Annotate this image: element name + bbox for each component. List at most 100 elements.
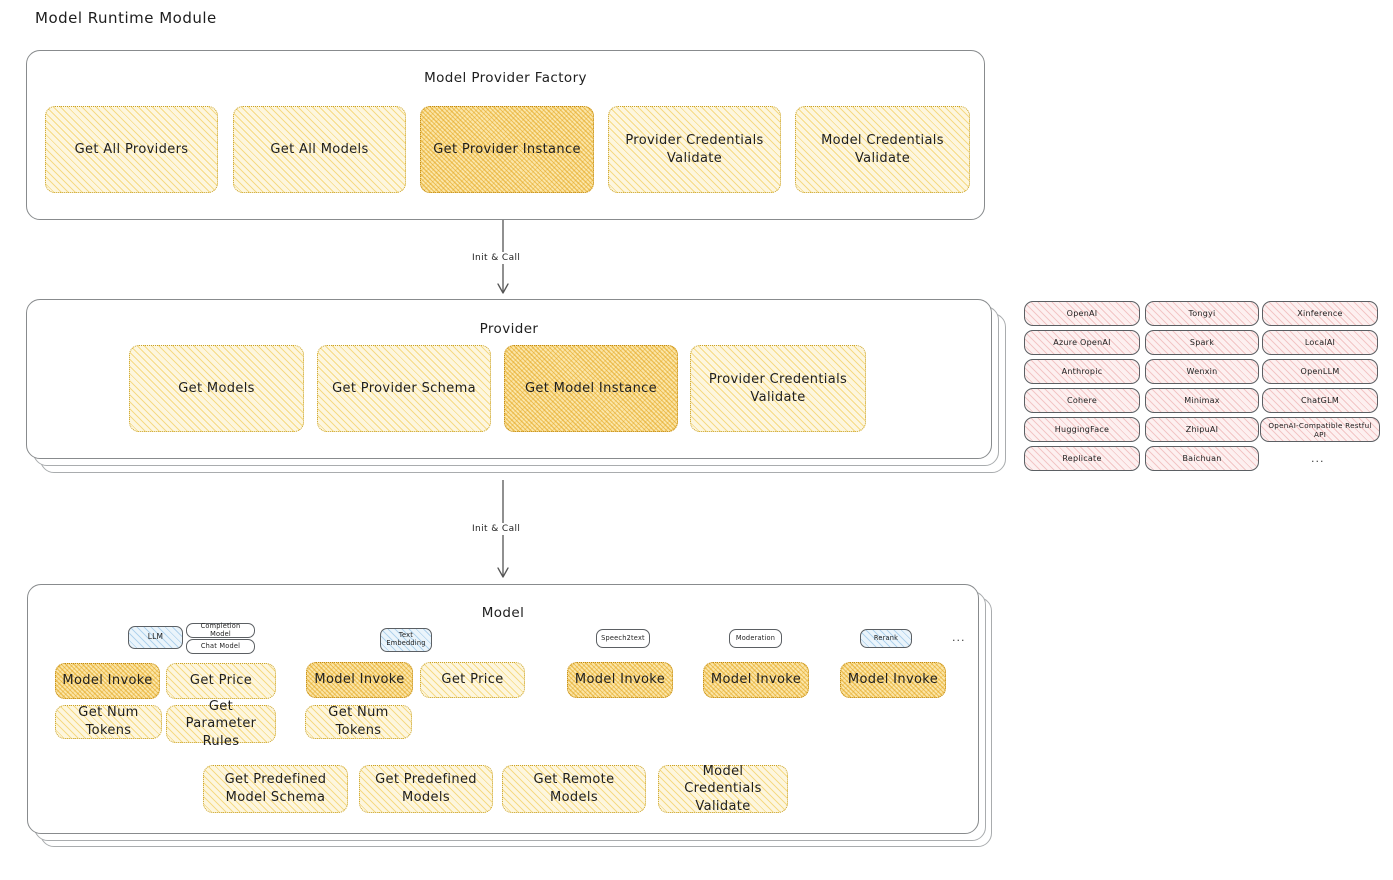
arrow-label-init-call-2: Init & Call xyxy=(469,523,524,535)
provider-chip-openai-compatible-restful-api[interactable]: OpenAI-Compatible Restful API xyxy=(1260,417,1380,442)
llm-node-model-invoke[interactable]: Model Invoke xyxy=(55,663,160,699)
node-label: Get Remote Models xyxy=(533,772,615,805)
chip-label: Cohere xyxy=(1066,396,1097,405)
chip-label: OpenAI xyxy=(1066,309,1098,318)
provider-chip-tongyi[interactable]: Tongyi xyxy=(1145,301,1259,326)
model-type-badge-moderation[interactable]: Moderation xyxy=(729,629,782,648)
provider-chip-openai[interactable]: OpenAI xyxy=(1024,301,1140,326)
chip-label: Tongyi xyxy=(1188,309,1216,318)
speech2text-node-model-invoke[interactable]: Model Invoke xyxy=(567,662,673,698)
chip-label: Minimax xyxy=(1184,396,1220,405)
provider-node-get-provider-schema[interactable]: Get Provider Schema xyxy=(317,345,491,432)
node-label: Get Models xyxy=(178,380,255,396)
badge-label: Text Embedding xyxy=(386,631,426,647)
chip-label: ChatGLM xyxy=(1300,396,1339,405)
model-type-badge-speech2text[interactable]: Speech2text xyxy=(596,629,650,648)
badge-label: Completion Model xyxy=(200,621,241,638)
model-node-get-predefined-models[interactable]: Get Predefined Models xyxy=(359,765,493,813)
node-label: Model Invoke xyxy=(314,672,405,688)
node-label: Get Parameter Rules xyxy=(185,698,257,749)
llm-node-get-parameter-rules[interactable]: Get Parameter Rules xyxy=(166,699,276,749)
node-label: Model Invoke xyxy=(710,672,802,688)
llm-node-get-num-tokens[interactable]: Get Num Tokens xyxy=(55,705,162,739)
node-label: Model Credentials Validate xyxy=(684,763,762,814)
chip-label: Replicate xyxy=(1062,454,1102,463)
badge-label: Rerank xyxy=(873,633,899,642)
chip-label: Wenxin xyxy=(1186,367,1218,376)
provider-chip-replicate[interactable]: Replicate xyxy=(1024,446,1140,471)
provider-list-more: ... xyxy=(1311,452,1325,465)
badge-label: LLM xyxy=(147,632,164,642)
chip-label: Xinference xyxy=(1297,309,1343,318)
model-type-badge-text-embedding[interactable]: Text Embedding xyxy=(380,628,432,652)
page-title: Model Runtime Module xyxy=(35,9,217,27)
provider-chip-huggingface[interactable]: HuggingFace xyxy=(1024,417,1140,442)
model-subbadge-chat-model[interactable]: Chat Model xyxy=(186,639,255,654)
rerank-node-model-invoke[interactable]: Model Invoke xyxy=(840,662,946,698)
text-embedding-node-get-price[interactable]: Get Price xyxy=(420,662,525,698)
arrow-label-init-call-1: Init & Call xyxy=(469,252,524,264)
text-embedding-node-model-invoke[interactable]: Model Invoke xyxy=(306,662,413,698)
node-label: Model Invoke xyxy=(847,672,939,688)
provider-chip-azure-openai[interactable]: Azure OpenAI xyxy=(1024,330,1140,355)
chip-label: OpenLLM xyxy=(1300,367,1340,376)
model-node-model-credentials-validate[interactable]: Model Credentials Validate xyxy=(658,763,788,814)
provider-title: Provider xyxy=(479,321,539,337)
node-label: Provider Credentials Validate xyxy=(708,371,848,405)
model-types-more: ... xyxy=(952,631,966,644)
provider-chip-localai[interactable]: LocalAI xyxy=(1262,330,1378,355)
node-label: Get All Providers xyxy=(74,141,189,157)
node-label: Get Predefined Models xyxy=(375,772,477,805)
factory-node-get-provider-instance[interactable]: Get Provider Instance xyxy=(420,106,594,193)
node-label: Model Invoke xyxy=(62,673,153,689)
factory-node-get-all-providers[interactable]: Get All Providers xyxy=(45,106,218,193)
model-type-badge-rerank[interactable]: Rerank xyxy=(860,629,912,648)
node-label: Get Price xyxy=(189,673,253,689)
text-embedding-node-get-num-tokens[interactable]: Get Num Tokens xyxy=(305,705,412,739)
badge-label: Moderation xyxy=(735,633,776,642)
model-type-badge-llm[interactable]: LLM xyxy=(128,626,183,649)
provider-chip-anthropic[interactable]: Anthropic xyxy=(1024,359,1140,384)
llm-node-get-price[interactable]: Get Price xyxy=(166,663,276,699)
factory-node-model-credentials-validate[interactable]: Model Credentials Validate xyxy=(795,106,970,193)
chip-label: Azure OpenAI xyxy=(1053,338,1111,347)
model-title: Model xyxy=(481,605,525,621)
provider-node-provider-credentials-validate[interactable]: Provider Credentials Validate xyxy=(690,345,866,432)
node-label: Get Predefined Model Schema xyxy=(224,772,327,805)
factory-node-get-all-models[interactable]: Get All Models xyxy=(233,106,406,193)
chip-label: Baichuan xyxy=(1182,454,1222,463)
chip-label: Anthropic xyxy=(1061,367,1103,376)
chip-label: LocalAI xyxy=(1304,338,1336,347)
node-label: Get Num Tokens xyxy=(78,705,139,738)
chip-label: Spark xyxy=(1189,338,1215,347)
node-label: Provider Credentials Validate xyxy=(625,132,764,166)
node-label: Model Credentials Validate xyxy=(821,132,944,166)
node-label: Get Price xyxy=(441,672,504,688)
node-label: Model Invoke xyxy=(574,672,666,688)
model-node-get-predefined-model-schema[interactable]: Get Predefined Model Schema xyxy=(203,765,348,813)
factory-node-provider-credentials-validate[interactable]: Provider Credentials Validate xyxy=(608,106,781,193)
provider-chip-xinference[interactable]: Xinference xyxy=(1262,301,1378,326)
provider-node-get-model-instance[interactable]: Get Model Instance xyxy=(504,345,678,432)
model-provider-factory-title: Model Provider Factory xyxy=(424,70,587,86)
chip-label: OpenAI-Compatible Restful API xyxy=(1268,420,1372,439)
node-label: Get Model Instance xyxy=(524,380,658,396)
provider-node-get-models[interactable]: Get Models xyxy=(129,345,304,432)
provider-chip-openllm[interactable]: OpenLLM xyxy=(1262,359,1378,384)
provider-chip-zhipuai[interactable]: ZhipuAI xyxy=(1145,417,1259,442)
provider-chip-chatglm[interactable]: ChatGLM xyxy=(1262,388,1378,413)
model-node-get-remote-models[interactable]: Get Remote Models xyxy=(502,765,646,813)
provider-chip-minimax[interactable]: Minimax xyxy=(1145,388,1259,413)
badge-label: Speech2text xyxy=(601,633,645,642)
model-subbadge-completion-model[interactable]: Completion Model xyxy=(186,621,255,638)
node-label: Get All Models xyxy=(270,141,369,157)
provider-chip-cohere[interactable]: Cohere xyxy=(1024,388,1140,413)
badge-label: Chat Model xyxy=(200,641,241,650)
node-label: Get Num Tokens xyxy=(328,705,389,738)
provider-chip-baichuan[interactable]: Baichuan xyxy=(1145,446,1259,471)
chip-label: HuggingFace xyxy=(1054,425,1110,434)
provider-chip-wenxin[interactable]: Wenxin xyxy=(1145,359,1259,384)
provider-chip-spark[interactable]: Spark xyxy=(1145,330,1259,355)
moderation-node-model-invoke[interactable]: Model Invoke xyxy=(703,662,809,698)
